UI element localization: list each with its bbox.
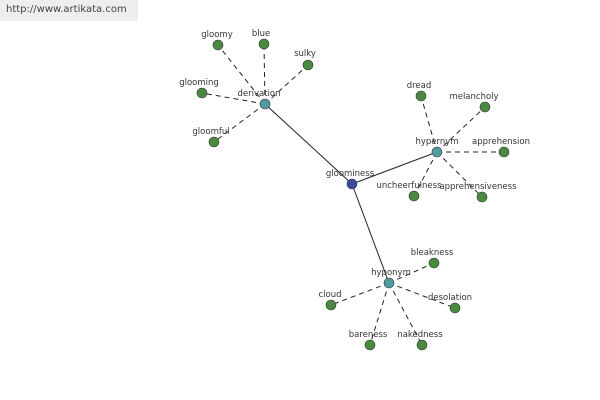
relation-node-hyponym[interactable] [383,277,395,289]
word-node-melancholy[interactable] [479,101,491,113]
word-label-uncheerfulness: uncheerfulness [376,181,442,191]
edge-derivation-gloomy [217,44,266,105]
relation-label-hypernym: hypernym [415,137,458,147]
word-node-glooming[interactable] [196,87,208,99]
edge-derivation-sulky [264,64,309,105]
word-label-melancholy: melancholy [449,92,498,102]
word-label-blue: blue [252,29,270,39]
word-node-apprehension[interactable] [498,146,510,158]
edge-hyponym-cloud [330,282,390,306]
edge-root-derivation [264,103,353,185]
edge-hypernym-apprehensiveness [436,151,483,198]
word-label-dread: dread [407,81,432,91]
edge-hyponym-bareness [369,282,390,346]
word-node-sulky[interactable] [302,59,314,71]
edge-derivation-gloomful [213,103,266,143]
edge-root-hyponym [351,183,390,284]
word-node-bareness[interactable] [364,339,376,351]
relation-label-hyponym: hyponym [371,268,411,278]
word-node-desolation[interactable] [449,302,461,314]
relation-label-derivation: derivation [237,89,280,99]
edge-hyponym-nakedness [388,282,423,346]
word-node-gloomy[interactable] [212,39,224,51]
word-label-apprehensiveness: apprehensiveness [439,182,517,192]
root-label: gloominess [326,169,375,179]
relation-node-derivation[interactable] [259,98,271,110]
edge-derivation-glooming [201,92,266,105]
word-node-gloomful[interactable] [208,136,220,148]
word-label-apprehension: apprehension [472,137,530,147]
root-node[interactable] [346,178,358,190]
edge-hypernym-dread [420,95,438,153]
word-node-bleakness[interactable] [428,257,440,269]
word-label-gloomful: gloomful [192,127,229,137]
word-node-blue[interactable] [258,38,270,50]
word-label-glooming: glooming [179,78,219,88]
word-label-sulky: sulky [294,49,316,59]
word-label-nakedness: nakedness [397,330,443,340]
word-label-desolation: desolation [428,293,472,303]
edge-derivation-blue [263,43,266,105]
word-label-gloomy: gloomy [201,30,232,40]
edge-hypernym-melancholy [436,106,486,153]
edge-hyponym-desolation [388,282,456,309]
edge-root-hypernym [351,151,438,185]
word-label-bareness: bareness [349,330,388,340]
word-node-dread[interactable] [415,90,427,102]
word-node-nakedness[interactable] [416,339,428,351]
word-node-apprehensiveness[interactable] [476,191,488,203]
word-label-cloud: cloud [318,290,341,300]
word-label-bleakness: bleakness [411,248,454,258]
word-node-cloud[interactable] [325,299,337,311]
relation-node-hypernym[interactable] [431,146,443,158]
source-link[interactable]: http://www.artikata.com [0,0,138,21]
word-node-uncheerfulness[interactable] [408,190,420,202]
